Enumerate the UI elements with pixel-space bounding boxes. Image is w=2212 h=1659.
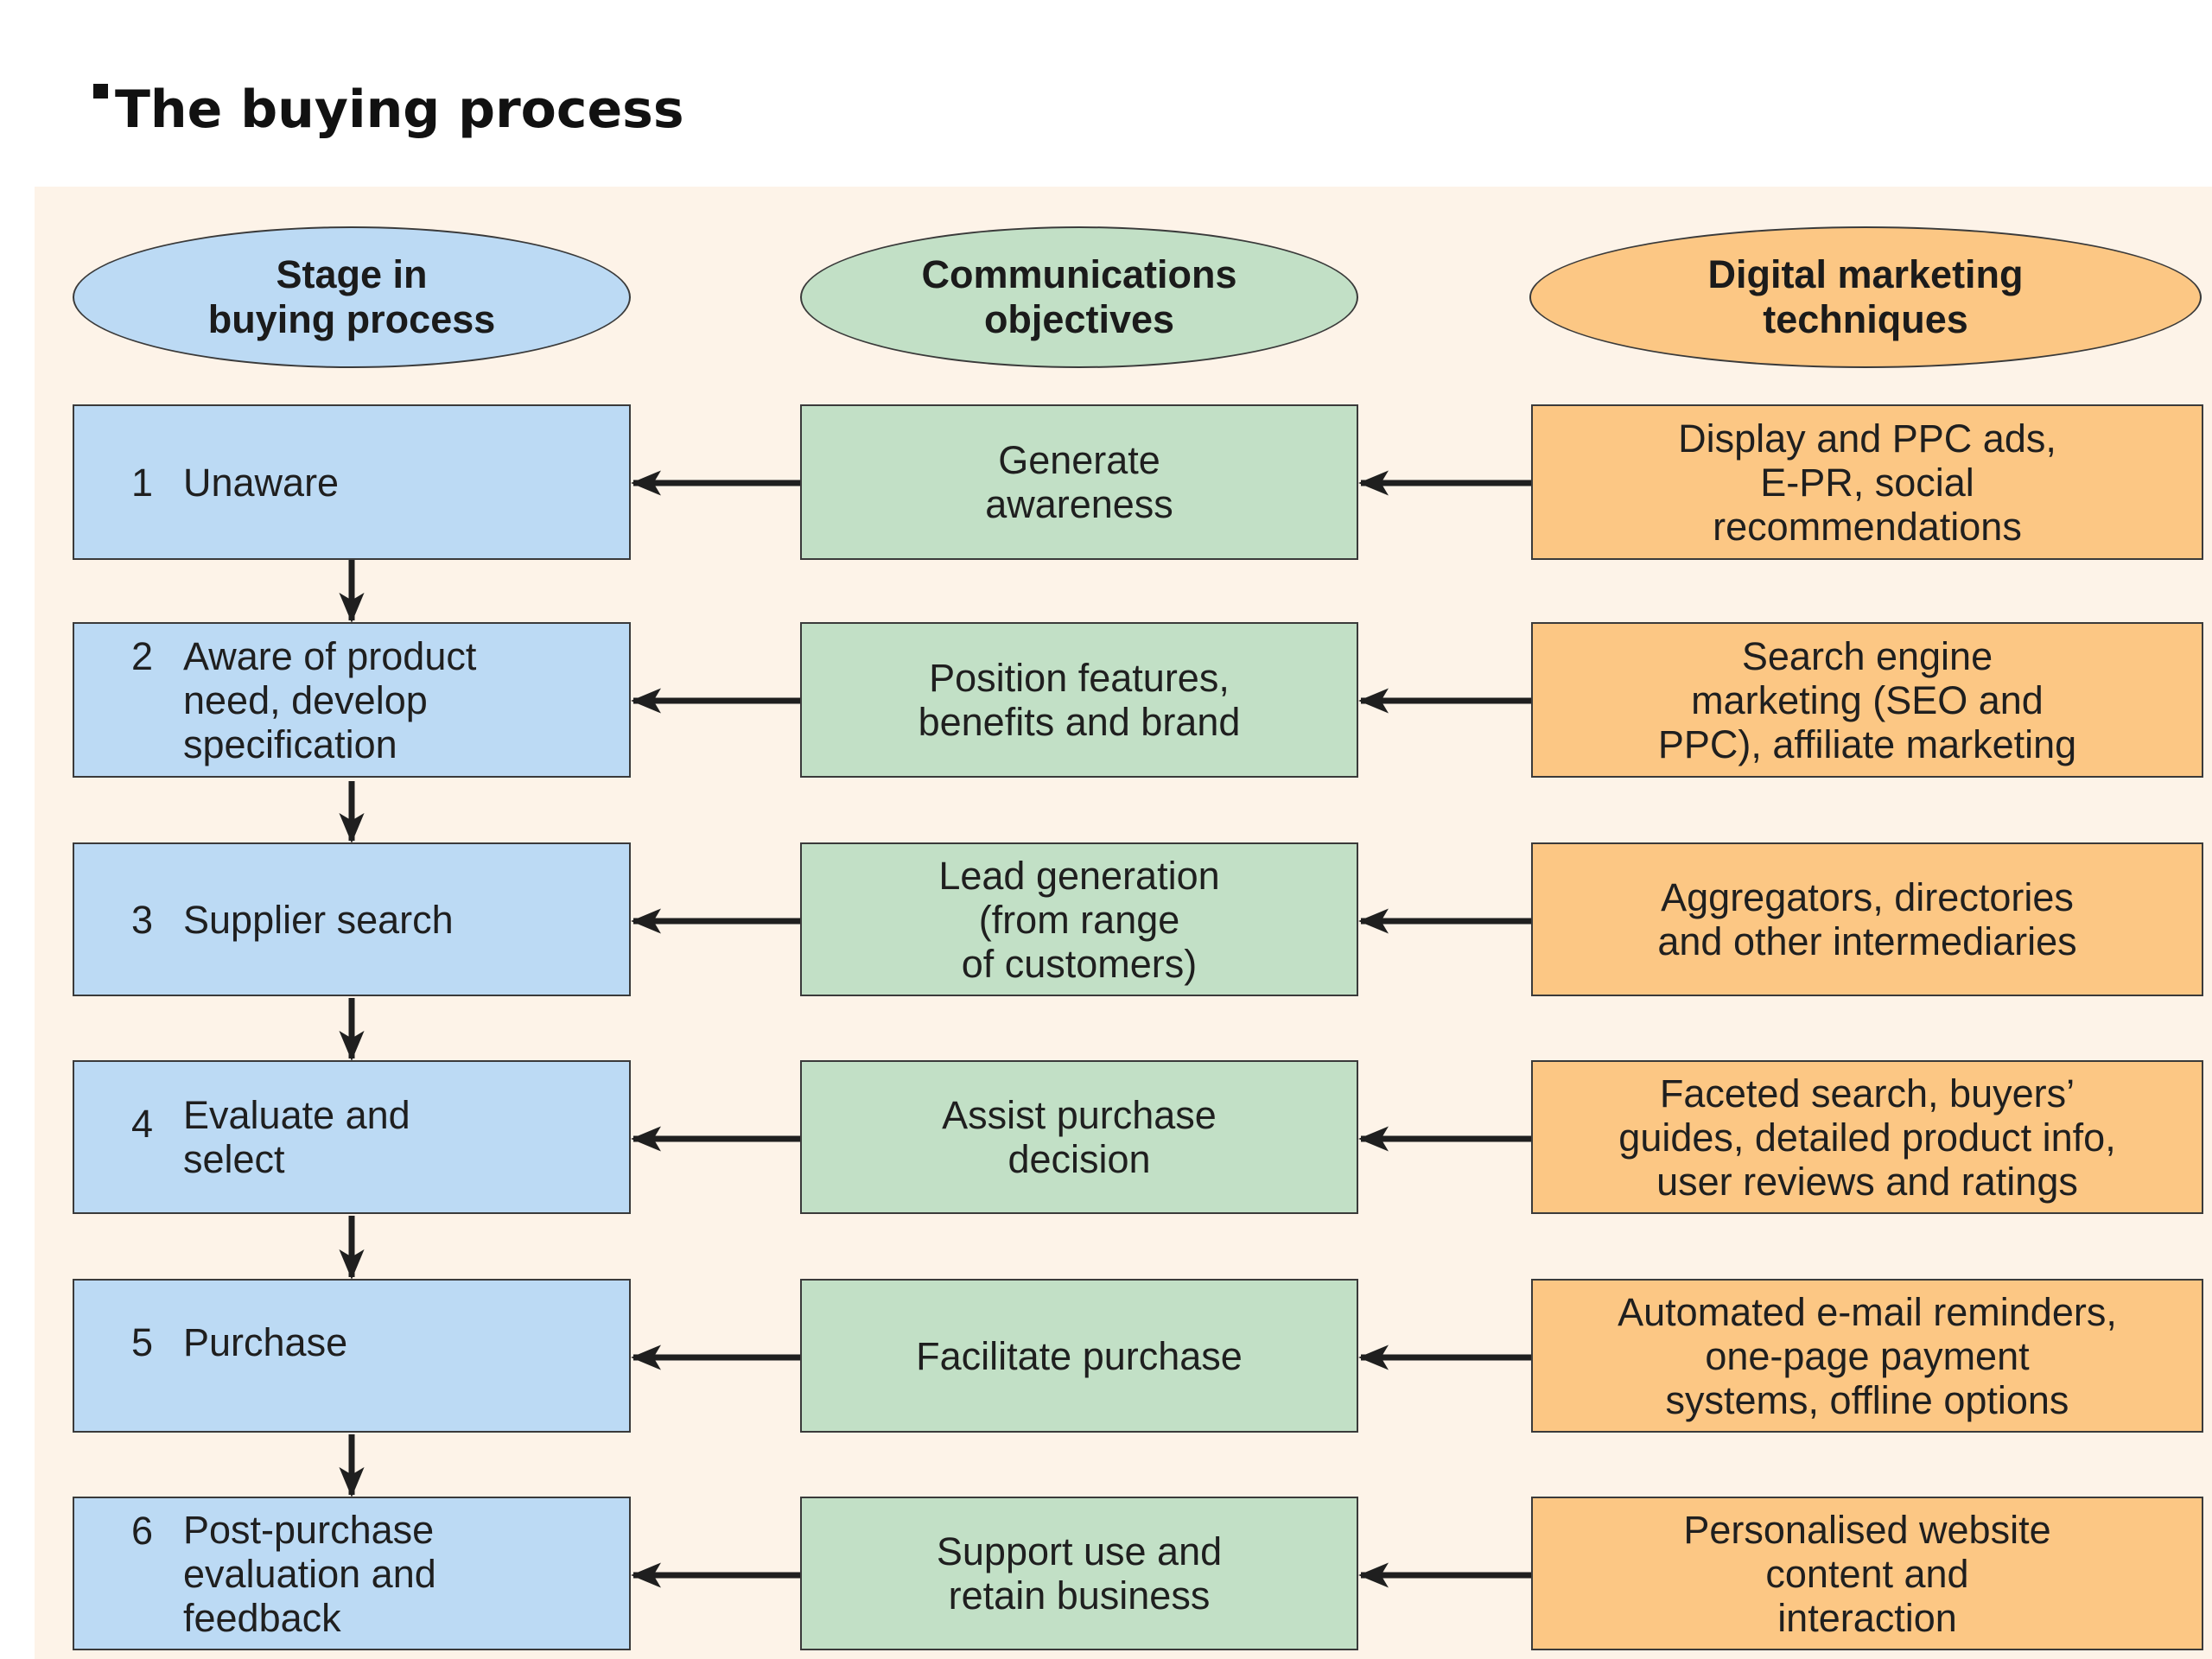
technique-box-4: Faceted search, buyers’ guides, detailed… <box>1531 1060 2203 1214</box>
stage-number: 4 <box>131 1102 154 1146</box>
header-techniques-text: Digital marketing techniques <box>1707 252 2024 341</box>
objective-label: Lead generation (from range of customers… <box>938 853 1220 986</box>
stage-number: 1 <box>131 460 154 505</box>
objective-box-5: Facilitate purchase <box>800 1279 1358 1433</box>
technique-label: Aggregators, directories and other inter… <box>1657 875 2077 963</box>
technique-box-3: Aggregators, directories and other inter… <box>1531 842 2203 996</box>
objective-box-3: Lead generation (from range of customers… <box>800 842 1358 996</box>
slide-title: The buying process <box>93 79 684 140</box>
stage-number: 6 <box>131 1509 154 1553</box>
header-stage-text: Stage in buying process <box>207 252 496 341</box>
technique-label: Faceted search, buyers’ guides, detailed… <box>1618 1071 2116 1204</box>
technique-box-1: Display and PPC ads, E-PR, social recomm… <box>1531 404 2203 560</box>
objective-label: Facilitate purchase <box>916 1333 1243 1378</box>
header-techniques: Digital marketing techniques <box>1529 226 2202 368</box>
stage-box-5: 5 Purchase <box>73 1279 631 1433</box>
objective-label: Position features, benefits and brand <box>918 656 1241 744</box>
technique-label: Automated e-mail reminders, one-page pay… <box>1618 1289 2117 1422</box>
slide-title-text: The buying process <box>115 79 684 140</box>
stage-box-4: 4 Evaluate and select <box>73 1060 631 1214</box>
stage-box-1: 1 Unaware <box>73 404 631 560</box>
stage-label: Post-purchase evaluation and feedback <box>183 1507 436 1640</box>
stage-label: Supplier search <box>183 897 454 942</box>
stage-number: 5 <box>131 1320 154 1364</box>
objective-label: Generate awareness <box>985 438 1173 526</box>
stage-label: Purchase <box>183 1319 348 1364</box>
stage-box-6: 6 Post-purchase evaluation and feedback <box>73 1497 631 1650</box>
stage-label: Aware of product need, develop specifica… <box>183 633 477 766</box>
stage-box-3: 3 Supplier search <box>73 842 631 996</box>
technique-box-6: Personalised website content and interac… <box>1531 1497 2203 1650</box>
technique-label: Personalised website content and interac… <box>1683 1507 2051 1640</box>
header-objectives-text: Communications objectives <box>921 252 1237 341</box>
stage-label: Unaware <box>183 460 340 505</box>
objective-label: Assist purchase decision <box>942 1093 1217 1181</box>
header-objectives: Communications objectives <box>800 226 1358 368</box>
stage-number: 3 <box>131 897 154 942</box>
technique-label: Search engine marketing (SEO and PPC), a… <box>1657 633 2077 766</box>
objective-box-2: Position features, benefits and brand <box>800 622 1358 778</box>
bullet-icon <box>93 84 108 99</box>
header-stage: Stage in buying process <box>73 226 631 368</box>
objective-label: Support use and retain business <box>936 1529 1223 1618</box>
objective-box-6: Support use and retain business <box>800 1497 1358 1650</box>
objective-box-1: Generate awareness <box>800 404 1358 560</box>
technique-label: Display and PPC ads, E-PR, social recomm… <box>1678 416 2056 549</box>
stage-box-2: 2 Aware of product need, develop specifi… <box>73 622 631 778</box>
technique-box-2: Search engine marketing (SEO and PPC), a… <box>1531 622 2203 778</box>
technique-box-5: Automated e-mail reminders, one-page pay… <box>1531 1279 2203 1433</box>
objective-box-4: Assist purchase decision <box>800 1060 1358 1214</box>
stage-label: Evaluate and select <box>183 1093 410 1181</box>
stage-number: 2 <box>131 634 154 678</box>
